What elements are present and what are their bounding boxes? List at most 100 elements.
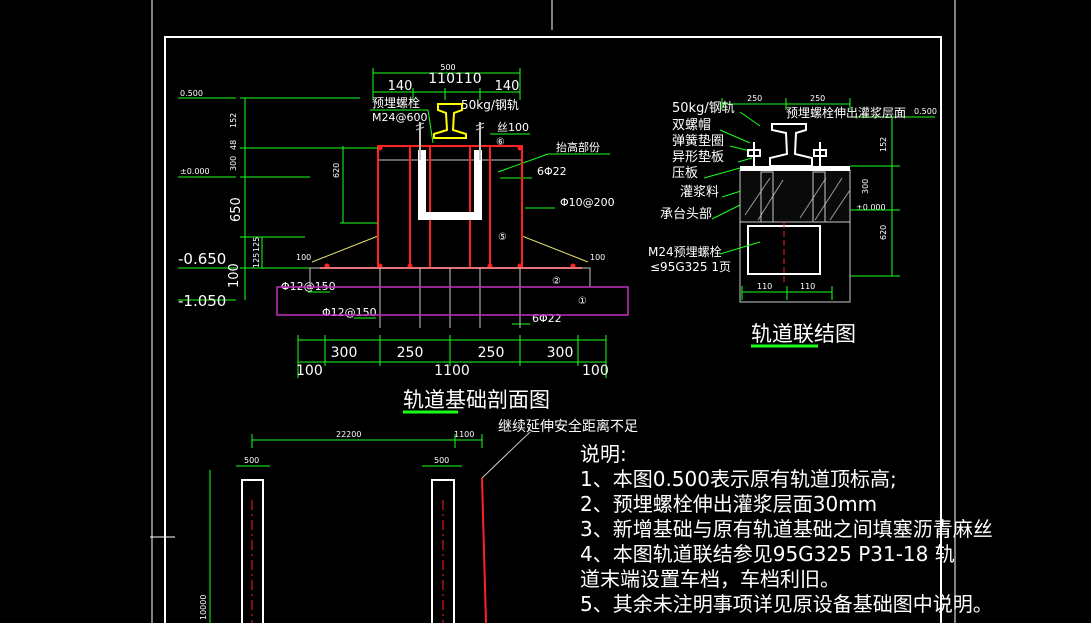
dim-bottom-250-right: 250 xyxy=(478,345,505,361)
plan-beam-right xyxy=(431,479,455,623)
dim-125-a: 125 xyxy=(252,237,261,252)
joint-dim-620: 620 xyxy=(879,225,888,240)
label-rebar-6-22-top: 6Φ22 xyxy=(537,165,567,178)
joint-grout-layer xyxy=(740,166,850,171)
joint-dim-250-right: 250 xyxy=(810,94,825,103)
label-raised-part: 抬高部份 xyxy=(556,140,600,154)
note-item-3: 3、新增基础与原有轨道基础之间填塞沥青麻丝 xyxy=(580,517,993,541)
dim-100-left-vert: 100 xyxy=(227,263,242,288)
dim-100-haunch-left: 100 xyxy=(296,253,311,262)
dim-bottom-100-left: 100 xyxy=(296,363,323,379)
joint-label-spring-washer: 弹簧垫圈 xyxy=(672,133,724,149)
dim-300: 300 xyxy=(229,156,238,171)
joint-label-clamp: 压板 xyxy=(672,166,698,181)
plan-beam-left xyxy=(241,479,264,623)
joint-label-bolt-extend: 预埋螺栓伸出灌浆层面 xyxy=(786,105,906,120)
joint-view-title: 轨道联结图 xyxy=(751,322,856,346)
label-circle-2: ② xyxy=(552,276,561,287)
joint-label-grout: 灌浆料 xyxy=(680,185,719,200)
joint-label-cap-head: 承台头部 xyxy=(660,207,712,222)
viewport-crosshair xyxy=(150,0,956,623)
joint-label-double-nut: 双螺帽 xyxy=(672,117,711,133)
joint-dim-110-left: 110 xyxy=(757,282,772,291)
footing-magenta xyxy=(276,286,629,316)
joint-view: 250 250 预埋螺栓伸出灌浆层面 0.500 ±0.000 50kg/钢轨 … xyxy=(648,94,937,348)
plan-dim-22200: 22200 xyxy=(336,430,361,439)
joint-right-dims xyxy=(850,117,900,277)
dim-bottom-1100: 1100 xyxy=(434,363,470,379)
dim-bottom-100-right: 100 xyxy=(582,363,609,379)
joint-elev-top: 0.500 xyxy=(914,107,937,116)
note-item-4: 4、本图轨道联结参见95G325 P31-18 轨 xyxy=(580,542,955,566)
plan-dim-500-right: 500 xyxy=(434,456,449,465)
dim-650: 650 xyxy=(229,197,244,222)
elev-minus-0-650: -0.650 xyxy=(178,250,226,268)
note-item-1: 1、本图0.500表示原有轨道顶标高; xyxy=(580,467,897,491)
section-bottom-dims xyxy=(297,335,607,378)
label-rebar-6-22-bottom: 6Φ22 xyxy=(532,312,562,325)
notes-title: 说明: xyxy=(580,442,627,466)
elev-0-500: 0.500 xyxy=(180,89,203,98)
joint-label-rail: 50kg/钢轨 xyxy=(672,101,735,116)
haunch-outline xyxy=(311,235,589,268)
plan-dim-10000: 10000 xyxy=(199,595,208,620)
section-top-dims xyxy=(372,68,521,100)
warning-note: 继续延伸安全距离不足 xyxy=(498,418,638,435)
joint-elev-zero: ±0.000 xyxy=(856,203,886,212)
label-rebar-phi10: Φ10@200 xyxy=(560,196,615,209)
joint-dim-300: 300 xyxy=(861,179,870,194)
note-item-4-cont: 道末端设置车档，车档利旧。 xyxy=(580,567,840,591)
joint-dim-250-left: 250 xyxy=(747,94,762,103)
dim-500-top: 500 xyxy=(440,63,455,72)
rebar-dots xyxy=(324,145,576,269)
dim-bottom-300-right: 300 xyxy=(547,345,574,361)
note-item-5: 5、其余未注明事项详见原设备基础图中说明。 xyxy=(580,592,993,616)
joint-bolt-note-2: ≤95G325 1页 xyxy=(650,260,731,274)
joint-bottom-dims xyxy=(741,286,833,300)
joint-bolts xyxy=(747,142,827,166)
dim-140-left: 140 xyxy=(388,79,413,94)
dim-125-b: 125 xyxy=(252,253,261,268)
elev-0-000: ±0.000 xyxy=(180,167,210,176)
section-view-title: 轨道基础剖面图 xyxy=(403,388,550,412)
note-item-2: 2、预埋螺栓伸出灌浆层面30mm xyxy=(580,492,878,516)
notes-block: 说明: 1、本图0.500表示原有轨道顶标高; 2、预埋螺栓伸出灌浆层面30mm… xyxy=(580,442,1091,617)
bolt-pocket xyxy=(418,150,482,220)
dim-bottom-300-left: 300 xyxy=(331,345,358,361)
label-bolt-spec: M24@600 xyxy=(372,111,427,124)
label-screw: 丝100 xyxy=(497,121,529,134)
joint-label-shaped-plate: 异形垫板 xyxy=(672,149,724,165)
section-left-dims xyxy=(178,97,378,301)
rail-section xyxy=(433,103,467,139)
bolt-threads xyxy=(415,122,485,131)
joint-hatch xyxy=(744,177,851,221)
joint-bolt-note-1: M24预埋螺栓 xyxy=(648,244,722,259)
plan-dims xyxy=(209,434,483,623)
joint-dim-152: 152 xyxy=(879,137,888,152)
dim-140-right: 140 xyxy=(495,79,520,94)
dim-bottom-250-left: 250 xyxy=(397,345,424,361)
dim-100-haunch-right: 100 xyxy=(590,253,605,262)
plan-view: 22200 1100 500 500 10000 继续延伸安全距离不足 xyxy=(199,418,638,623)
section-view: 500 140 110110 140 预埋螺栓 M24@600 50kg/钢轨 … xyxy=(178,63,629,414)
joint-lower-block xyxy=(739,221,851,303)
section-leaders xyxy=(308,109,610,325)
dim-110110: 110110 xyxy=(428,71,481,87)
plan-dim-1100: 1100 xyxy=(454,430,474,439)
plan-dim-500-left: 500 xyxy=(244,456,259,465)
elev-minus-1-050: -1.050 xyxy=(178,292,226,310)
label-bolt: 预埋螺栓 xyxy=(372,95,420,110)
label-rebar-12-150-bottom: Φ12@150 xyxy=(322,306,377,319)
label-circle-top: ⑥ xyxy=(496,137,505,148)
label-circle-5: ⑤ xyxy=(498,232,507,243)
label-circle-1: ① xyxy=(578,296,587,307)
joint-dim-110-right: 110 xyxy=(800,282,815,291)
label-rail: 50kg/钢轨 xyxy=(461,98,519,112)
dim-48: 48 xyxy=(229,140,238,150)
dim-152: 152 xyxy=(229,113,238,128)
drawing-frame xyxy=(164,36,942,623)
joint-rail xyxy=(769,123,813,167)
dim-620: 620 xyxy=(332,163,341,178)
joint-left-labels: 50kg/钢轨 双螺帽 弹簧垫圈 异形垫板 压板 灌浆料 承台头部 xyxy=(660,101,735,222)
